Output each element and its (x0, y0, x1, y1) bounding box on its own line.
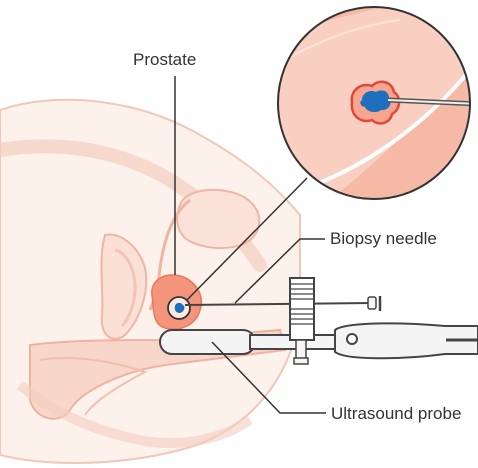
prostate-gland (152, 275, 201, 329)
guide-stem (296, 340, 306, 360)
magnified-inset (187, 0, 478, 300)
ultrasound-probe-label: Ultrasound probe (331, 404, 461, 424)
probe-tip (160, 330, 255, 354)
needle-hub (368, 297, 376, 309)
probe-button-icon (347, 334, 357, 344)
biopsy-needle-label: Biopsy needle (330, 229, 437, 249)
guide-knob (294, 358, 308, 364)
pelvis-anatomy (0, 100, 300, 463)
prostate-label: Prostate (133, 50, 196, 70)
